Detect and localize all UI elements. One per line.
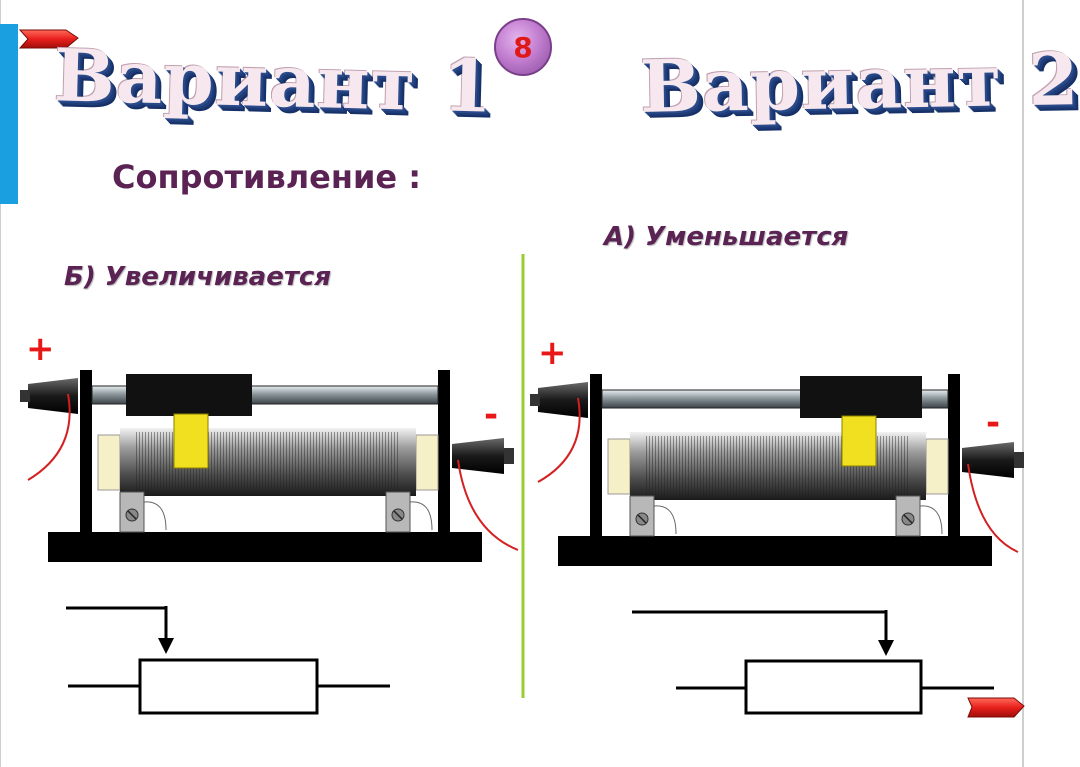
variant-1-title: Вариант 1 [52, 32, 495, 129]
right-plus-sign: + [538, 333, 567, 373]
left-circuit-symbol [66, 606, 390, 715]
left-rheostat [19, 369, 519, 563]
slide-number-badge: 8 [494, 18, 552, 76]
slide-number: 8 [513, 30, 533, 64]
left-slider-contact [173, 413, 209, 469]
variant-2-title: Вариант 2 [639, 36, 1080, 129]
right-circuit-symbol [632, 610, 994, 715]
right-plus-wire [537, 397, 581, 483]
right-minus-wire [967, 463, 1019, 553]
left-minus-wire [457, 459, 519, 551]
left-plus-sign: + [26, 329, 55, 369]
slide-canvas [0, 0, 1025, 767]
left-minus-sign: - [484, 395, 499, 435]
left-slider-block [126, 374, 252, 416]
right-slider-contact [841, 415, 877, 467]
accent-bar [0, 24, 18, 204]
right-rheostat [529, 373, 1025, 567]
right-answer-label: А) Уменьшается [604, 222, 849, 252]
left-plus-wire [27, 393, 71, 481]
heading-resistance: Сопротивление : [112, 158, 421, 196]
right-slider-block [800, 376, 922, 418]
slide-frame [0, 0, 1024, 767]
right-minus-sign: - [986, 403, 1001, 443]
nav-forward-arrow-icon[interactable] [967, 697, 1025, 718]
left-answer-label: Б) Увеличивается [64, 262, 332, 292]
nav-back-arrow-icon[interactable] [18, 29, 79, 49]
